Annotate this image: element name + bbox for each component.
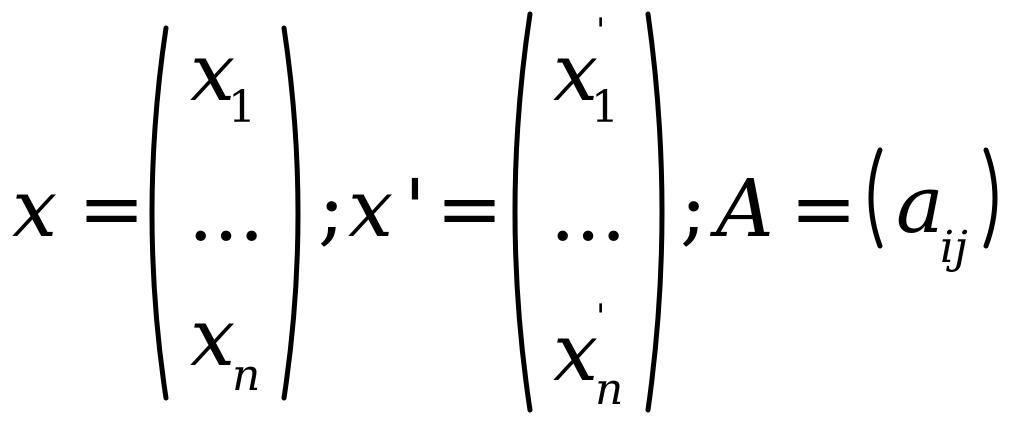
vector-x-symbol: x (12, 162, 57, 255)
matrix-a-left-paren (868, 147, 883, 249)
entry-prime: ' (596, 297, 605, 337)
entry-base: x (190, 26, 235, 119)
entry-prime: ' (596, 11, 605, 51)
vector-x-left-paren (149, 25, 169, 401)
separator-2: ; (680, 162, 707, 255)
vector-x-ellipsis: ... (188, 166, 264, 259)
vector-x-entry-n: x n (190, 291, 260, 401)
matrix-a-element-base: a (896, 158, 944, 251)
entry-subscript: n (595, 364, 623, 415)
entry-subscript: 1 (228, 82, 256, 133)
vector-x-prime-ellipsis: ... (550, 166, 626, 259)
entry-base: x (190, 291, 235, 384)
vector-x-prime-symbol: x (348, 162, 393, 255)
matrix-a-equals: = (790, 162, 857, 255)
vector-x-prime-entry-1: x ' 1 (553, 11, 619, 133)
separator-1: ; (318, 162, 345, 255)
vector-x-prime-right-paren (645, 11, 665, 413)
vector-x-prime-entry-n: x ' n (553, 297, 623, 415)
vector-x-entry-1: x 1 (190, 26, 256, 133)
matrix-a-element-subscript: ij (940, 222, 968, 273)
entry-subscript: 1 (591, 82, 619, 133)
entry-base: x (553, 26, 598, 119)
vector-x-right-paren (281, 25, 301, 401)
entry-subscript: n (232, 350, 260, 401)
vector-x-prime-left-paren (512, 11, 533, 413)
vector-x-equals: = (78, 162, 145, 255)
vector-x-prime-mark: ' (404, 162, 426, 255)
matrix-a-right-paren (983, 147, 998, 249)
matrix-a-symbol: A (709, 162, 774, 255)
vector-x-prime-equals: = (436, 162, 503, 255)
entry-base: x (553, 306, 598, 399)
